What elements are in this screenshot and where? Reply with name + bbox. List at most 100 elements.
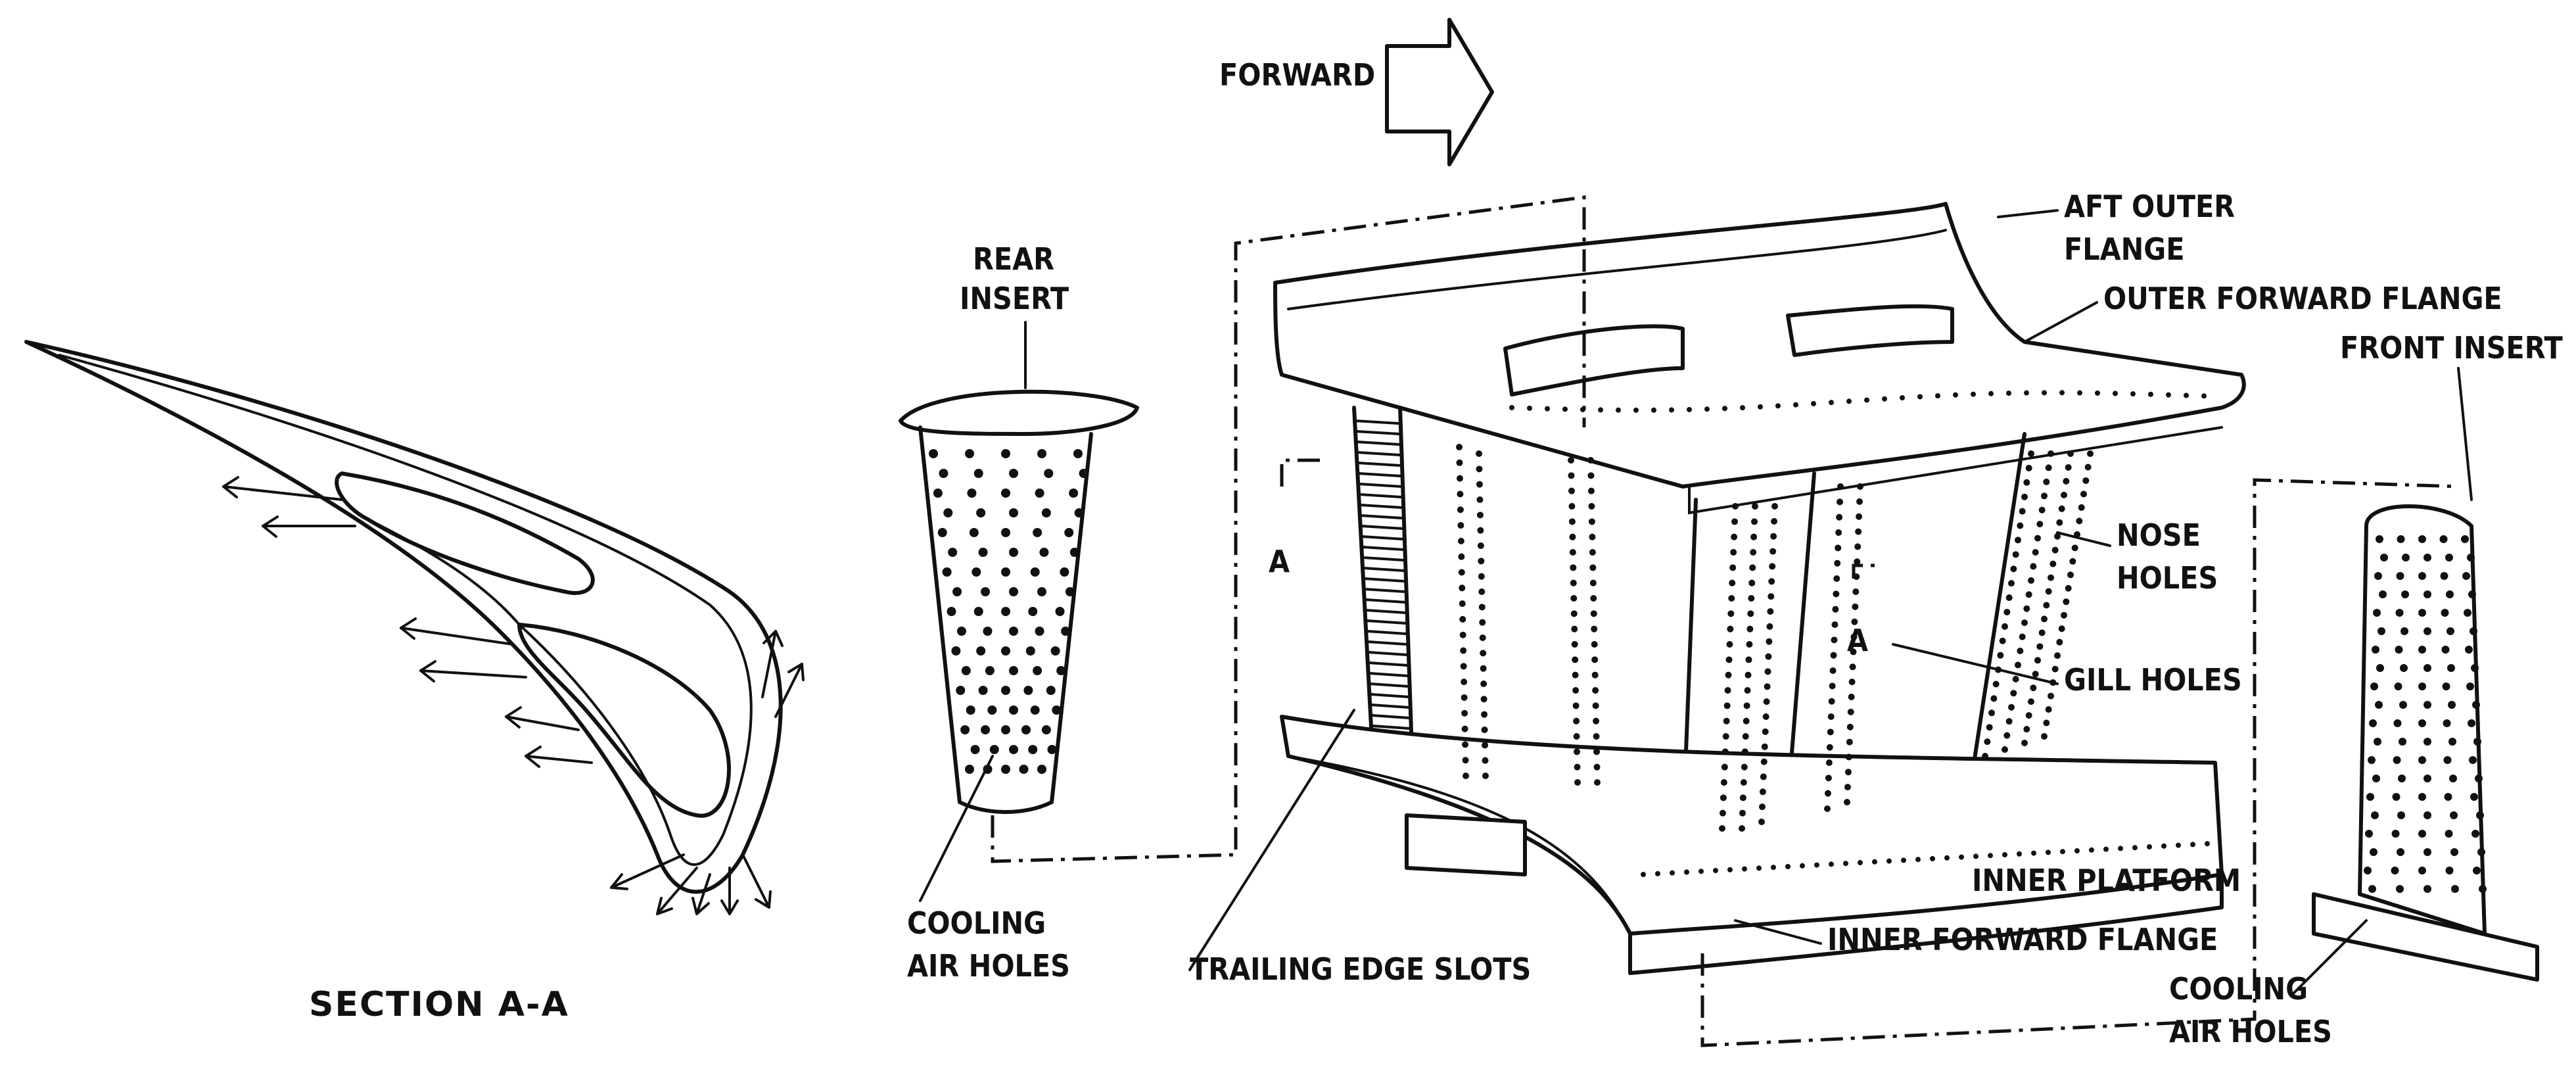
cooling-hole: [2008, 580, 2015, 587]
cooling-hole: [1844, 784, 1851, 791]
cooling-hole: [2042, 390, 2047, 396]
cooling-hole: [1762, 713, 1769, 720]
cooling-hole: [1669, 407, 1674, 413]
cooling-hole: [1742, 866, 1747, 872]
cooling-hole: [2394, 682, 2402, 690]
trailing-edge-slot: [1357, 472, 1402, 477]
cooling-hole: [1756, 865, 1762, 871]
cooling-hole: [2045, 706, 2052, 713]
cooling-hole: [2424, 775, 2431, 782]
cooling-hole: [2447, 664, 2455, 672]
cooling-hole: [1459, 585, 1466, 592]
cooling-hole: [2008, 704, 2015, 711]
cooling-hole: [2464, 609, 2471, 617]
cooling-hole: [1482, 742, 1489, 749]
cooling-hole: [965, 449, 974, 458]
cooling-hole: [956, 627, 966, 636]
cooling-hole: [1655, 871, 1660, 876]
cooling-hole: [1725, 656, 1733, 663]
trailing-edge-slot: [1366, 640, 1409, 646]
cooling-hole: [2391, 830, 2400, 838]
cooling-hole: [1570, 610, 1578, 617]
cooling-hole: [1846, 723, 1854, 730]
cooling-hole: [1857, 483, 1863, 490]
cooling-hole: [1572, 671, 1579, 679]
cooling-hole: [1769, 563, 1776, 570]
cooling-hole: [1061, 627, 1071, 636]
cooling-hole: [1744, 687, 1751, 694]
cooling-hole: [1463, 773, 1469, 779]
cooling-hole: [2473, 867, 2481, 874]
cooling-hole: [1856, 513, 1863, 520]
cooling-hole: [978, 686, 988, 695]
cooling-hole: [1722, 733, 1729, 740]
cooling-hole: [2400, 664, 2408, 672]
cooling-hole: [976, 646, 986, 656]
trailing-edge-slot: [1363, 588, 1407, 593]
cooling-hole: [1746, 641, 1753, 648]
cooling-hole: [1750, 533, 1758, 540]
cooling-hole: [1971, 391, 1976, 397]
cooling-hole: [1598, 407, 1603, 413]
cooling-hole: [2067, 571, 2074, 579]
cooling-hole: [939, 469, 948, 478]
cooling-hole: [1591, 625, 1598, 633]
section-aa-airfoil: [24, 340, 805, 915]
cooling-hole: [2176, 842, 2181, 848]
cooling-hole: [1065, 587, 1075, 596]
cooling-hole: [948, 548, 958, 557]
cooling-hole: [2023, 479, 2030, 486]
cooling-hole: [2376, 535, 2383, 543]
label-nose-holes-line2: HOLES: [2117, 560, 2218, 596]
cooling-hole: [1829, 400, 1834, 406]
cooling-hole: [1001, 567, 1010, 577]
cooling-hole: [1765, 653, 1772, 660]
cooling-hole: [1568, 472, 1575, 479]
cooling-hole: [1764, 668, 1771, 675]
cooling-hole: [2424, 811, 2431, 819]
cooling-hole: [1480, 650, 1487, 657]
cooling-hole: [1481, 727, 1488, 733]
cooling-hole: [2424, 664, 2431, 672]
cooling-hole: [2038, 506, 2046, 514]
cooling-hole: [2025, 464, 2032, 471]
cooling-hole: [1771, 503, 1778, 510]
cooling-hole: [1587, 487, 1595, 494]
cooling-hole: [2401, 590, 2409, 598]
cooling-hole: [2424, 885, 2431, 893]
cooling-hole: [2032, 549, 2039, 556]
cooling-hole: [1728, 595, 1735, 602]
cooling-hole: [1001, 489, 1010, 498]
cooling-hole: [1746, 625, 1754, 633]
cooling-hole: [2479, 885, 2487, 893]
cooling-hole: [2397, 535, 2405, 543]
cooling-hole: [1835, 544, 1842, 552]
cooling-hole: [2010, 565, 2017, 573]
cooling-hole: [1990, 695, 1998, 702]
cooling-hole: [1079, 469, 1089, 478]
cooling-hole: [2056, 519, 2063, 526]
cooling-hole: [1009, 548, 1018, 557]
cooling-hole: [2084, 464, 2092, 471]
cooling-hole: [2461, 535, 2469, 543]
label-aft-outer-flange-line2: FLANGE: [2064, 231, 2185, 267]
cooling-hole: [1458, 569, 1465, 576]
cooling-hole: [1052, 705, 1062, 715]
cooling-hole: [2472, 701, 2480, 709]
cooling-hole: [2028, 450, 2034, 457]
cooling-hole: [2448, 738, 2456, 746]
cooling-hole: [1748, 579, 1756, 586]
cooling-hole: [2369, 719, 2377, 727]
cooling-hole: [1829, 861, 1834, 867]
cooling-hole: [2201, 393, 2207, 399]
trailing-edge-slot: [1370, 704, 1411, 709]
cooling-hole: [2054, 533, 2061, 540]
cooling-hole: [1826, 744, 1833, 751]
cooling-hole: [1749, 564, 1756, 571]
label-outer-forward-flange: OUTER FORWARD FLANGE: [2103, 281, 2502, 316]
cooling-hole: [1719, 809, 1726, 817]
cooling-hole: [1573, 733, 1580, 740]
cooling-hole: [1854, 558, 1861, 565]
cooling-hole: [2002, 746, 2008, 753]
cooling-hole: [1846, 738, 1853, 746]
